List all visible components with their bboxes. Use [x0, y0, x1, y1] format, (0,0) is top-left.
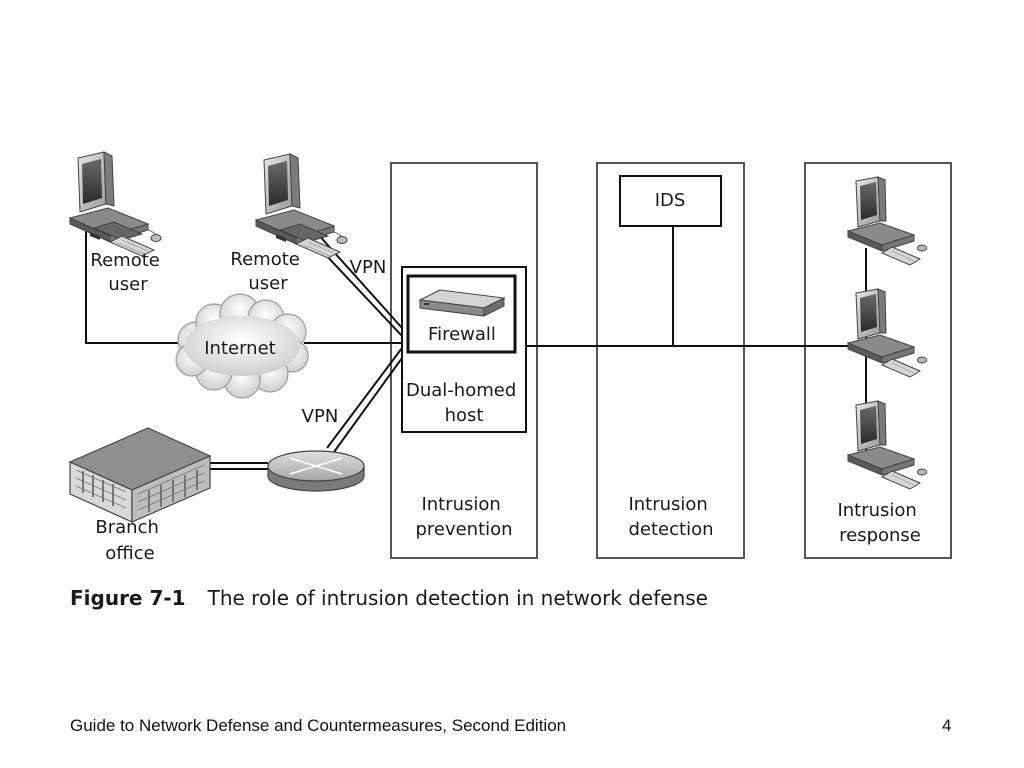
branch-office-building-icon [68, 427, 212, 523]
figure-caption-text: The role of intrusion detection in netwo… [207, 586, 708, 610]
intrusion-detection-label: Intrusion detection [628, 494, 713, 540]
response-computer-1-icon [847, 176, 927, 266]
vpn-top-label: VPN [350, 257, 387, 278]
router-icon [267, 450, 365, 492]
ids-box [619, 175, 722, 227]
remote-user-mid-label: Remote user [230, 249, 305, 294]
firewall-appliance-icon [418, 289, 506, 317]
dual-homed-host-label: Dual-homed host [406, 380, 522, 426]
remote-user-left-label: Remote user [90, 250, 165, 295]
intrusion-response-zone [804, 162, 952, 559]
figure-caption: Figure 7-1 The role of intrusion detectio… [70, 586, 708, 610]
internet-label: Internet [204, 338, 275, 359]
firewall-label: Firewall [428, 324, 496, 345]
branch-office-label: Branch office [95, 517, 164, 564]
page-number: 4 [942, 716, 952, 735]
intrusion-response-label: Intrusion response [837, 500, 922, 546]
response-computer-2-icon [847, 288, 927, 378]
internet-cloud-icon [175, 293, 309, 399]
intrusion-detection-zone [596, 162, 745, 559]
vpn-bottom-label: VPN [302, 406, 339, 427]
ids-label: IDS [655, 190, 686, 211]
intrusion-prevention-label: Intrusion prevention [415, 494, 512, 540]
remote-user-mid-computer-icon [255, 153, 348, 259]
figure-number: Figure 7-1 [70, 586, 186, 610]
remote-user-left-computer-icon [69, 151, 162, 257]
firewall-box [406, 274, 517, 354]
footer-title: Guide to Network Defense and Countermeas… [70, 716, 567, 735]
response-computer-3-icon [847, 400, 927, 490]
intrusion-prevention-zone [390, 162, 538, 559]
